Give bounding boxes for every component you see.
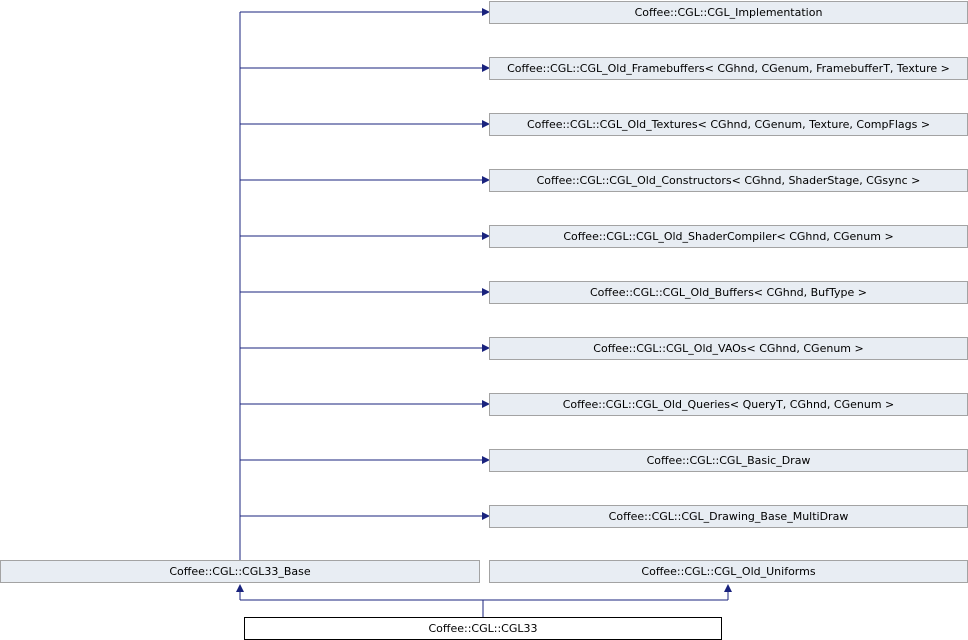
class-node-base-5[interactable]: Coffee::CGL::CGL_Old_ShaderCompiler< CGh… [489, 225, 968, 248]
class-node-base-2[interactable]: Coffee::CGL::CGL_Old_Framebuffers< CGhnd… [489, 57, 968, 80]
class-node-base-4[interactable]: Coffee::CGL::CGL_Old_Constructors< CGhnd… [489, 169, 968, 192]
class-node-base-10[interactable]: Coffee::CGL::CGL_Drawing_Base_MultiDraw [489, 505, 968, 528]
class-node-cgl33-current: Coffee::CGL::CGL33 [244, 617, 722, 640]
class-node-cgl-old-uniforms[interactable]: Coffee::CGL::CGL_Old_Uniforms [489, 560, 968, 583]
class-node-base-6[interactable]: Coffee::CGL::CGL_Old_Buffers< CGhnd, Buf… [489, 281, 968, 304]
class-node-base-3[interactable]: Coffee::CGL::CGL_Old_Textures< CGhnd, CG… [489, 113, 968, 136]
class-node-base-7[interactable]: Coffee::CGL::CGL_Old_VAOs< CGhnd, CGenum… [489, 337, 968, 360]
class-node-base-8[interactable]: Coffee::CGL::CGL_Old_Queries< QueryT, CG… [489, 393, 968, 416]
class-node-base-9[interactable]: Coffee::CGL::CGL_Basic_Draw [489, 449, 968, 472]
inheritance-edges [236, 8, 732, 617]
class-node-cgl33-base[interactable]: Coffee::CGL::CGL33_Base [0, 560, 480, 583]
class-node-base-1[interactable]: Coffee::CGL::CGL_Implementation [489, 1, 968, 24]
